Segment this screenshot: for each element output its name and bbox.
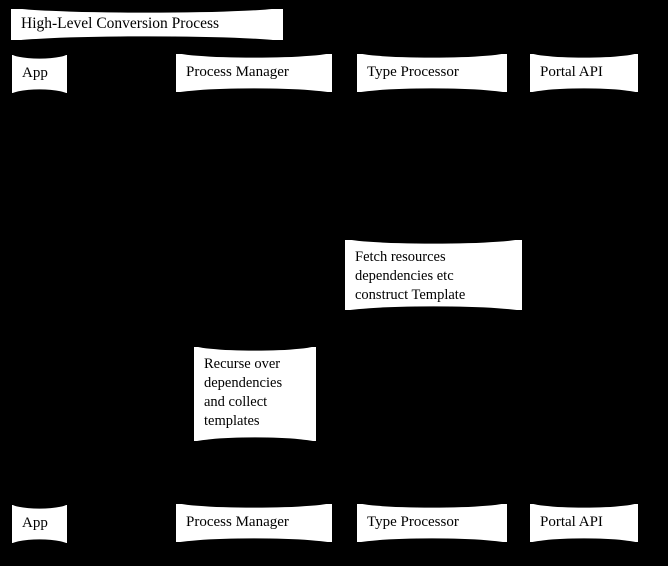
participant-label: Type Processor: [367, 64, 459, 81]
note-line: dependencies: [204, 374, 283, 391]
note-line: Fetch resources: [355, 249, 446, 265]
participant-top-process-manager[interactable]: Process Manager: [176, 54, 332, 92]
page-title: High-Level Conversion Process: [21, 15, 220, 33]
lifeline-process-manager: [254, 92, 255, 504]
participant-label: Type Processor: [367, 514, 459, 531]
diagram-title-box: High-Level Conversion Process: [11, 9, 283, 40]
lifeline-portal-api: [584, 91, 585, 504]
participant-top-portal-api[interactable]: Portal API: [530, 54, 638, 92]
note-text: Fetch resources dependencies etc constru…: [345, 240, 522, 311]
participant-bottom-app[interactable]: App: [12, 505, 67, 543]
note-line: dependencies etc: [355, 267, 454, 284]
note-recurse-dependencies[interactable]: Recurse over dependencies and collect te…: [194, 347, 316, 441]
participant-label: Portal API: [540, 64, 603, 81]
note-fetch-resources[interactable]: Fetch resources dependencies etc constru…: [345, 240, 522, 310]
note-line: construct Template: [355, 286, 466, 303]
participant-bottom-type-processor[interactable]: Type Processor: [357, 504, 507, 542]
participant-top-type-processor[interactable]: Type Processor: [357, 54, 507, 92]
note-line: templates: [204, 412, 260, 429]
participant-bottom-portal-api[interactable]: Portal API: [530, 504, 638, 542]
participant-label: Process Manager: [186, 514, 289, 531]
lifeline-app: [39, 93, 40, 504]
participant-bottom-process-manager[interactable]: Process Manager: [176, 504, 332, 542]
note-line: and collect: [204, 393, 268, 410]
participant-label: Portal API: [540, 514, 603, 531]
participant-label: Process Manager: [186, 64, 289, 81]
note-text: Recurse over dependencies and collect te…: [194, 347, 316, 436]
participant-label: App: [22, 515, 48, 532]
participant-label: App: [22, 65, 48, 82]
note-line: Recurse over: [204, 356, 281, 372]
participant-top-app[interactable]: App: [12, 55, 67, 93]
